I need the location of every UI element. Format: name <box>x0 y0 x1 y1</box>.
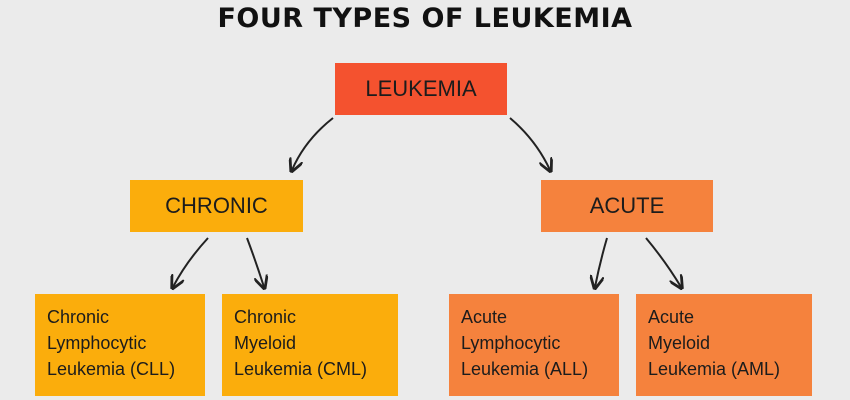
node-cml-line: Chronic <box>234 307 297 327</box>
arrow-acute-to-all <box>595 237 608 287</box>
node-cll-line: Lymphocytic <box>47 333 147 353</box>
node-chronic-label: CHRONIC <box>165 193 268 218</box>
node-acute-label: ACUTE <box>589 193 665 218</box>
node-leukemia-label: LEUKEMIA <box>365 76 477 101</box>
node-all-line: Acute <box>461 307 508 327</box>
node-all: Acute Lymphocytic Leukemia (ALL) <box>449 294 619 396</box>
node-chronic: CHRONIC <box>130 180 303 232</box>
node-cml: Chronic Myeloid Leukemia (CML) <box>222 294 398 396</box>
node-acute: ACUTE <box>541 180 713 232</box>
node-cll: Chronic Lymphocytic Leukemia (CLL) <box>35 294 205 396</box>
node-all-line: Leukemia (ALL) <box>461 359 589 379</box>
arrow-acute-to-aml <box>645 237 681 287</box>
node-aml-line: Acute <box>648 307 695 327</box>
diagram-title: FOUR TYPES OF LEUKEMIA <box>217 3 633 34</box>
node-all-line: Lymphocytic <box>461 333 561 353</box>
arrow-leukemia-to-acute <box>509 117 550 170</box>
arrow-chronic-to-cml <box>246 237 264 287</box>
node-aml-line: Myeloid <box>648 333 711 353</box>
node-cll-line: Leukemia (CLL) <box>47 359 176 379</box>
node-aml-line: Leukemia (AML) <box>648 359 781 379</box>
node-leukemia: LEUKEMIA <box>335 63 507 115</box>
arrow-leukemia-to-chronic <box>292 117 334 170</box>
node-cml-line: Myeloid <box>234 333 297 353</box>
arrow-chronic-to-cll <box>173 237 209 287</box>
node-cml-line: Leukemia (CML) <box>234 359 368 379</box>
node-cll-line: Chronic <box>47 307 110 327</box>
node-aml: Acute Myeloid Leukemia (AML) <box>636 294 812 396</box>
